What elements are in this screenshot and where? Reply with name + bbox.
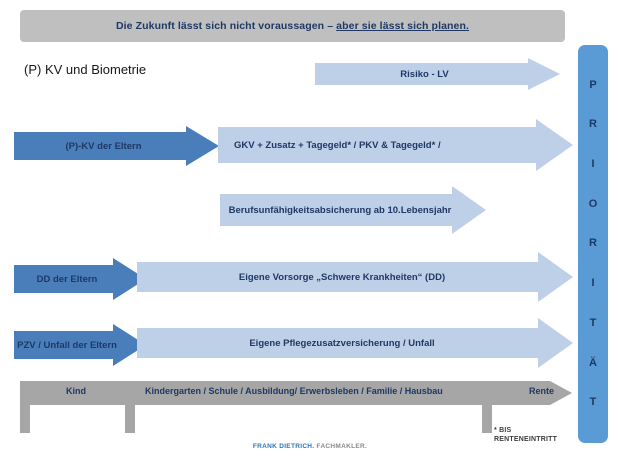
arrow-shape-light [137,318,573,368]
priority-letter-7: T [589,316,597,329]
arrow-pzv-unfall-eltern: PZV / Unfall der Eltern [14,324,146,366]
timeline-tick-rente [482,405,492,433]
timeline-tick-kindergarten [125,405,135,433]
arrow-shape-light [137,252,573,302]
timeline-label-kind: Kind [66,386,86,396]
arrow-shape-dark [14,258,146,300]
arrow-label-eigene-vorsorge-dd: Eigene Vorsorge „Schwere Krankheiten“ (D… [238,271,446,283]
arrow-gkv-zusatz: GKV + Zusatz + Tagegeld* / PKV & Tagegel… [218,119,573,171]
header-banner: Die Zukunft lässt sich nicht voraussagen… [20,10,565,42]
priority-letter-9: T [589,396,597,409]
footnote-line-2: RENTENEINTRITT [494,436,558,444]
timeline-bar: Kind Kindergarten / Schule / Ausbildung/… [20,381,572,405]
priority-letter-5: R [589,237,597,250]
header-headline-part1: Die Zukunft lässt sich nicht voraussagen… [115,20,337,32]
timeline-arrow-shape [20,381,572,405]
arrow-label-dd-eltern: DD der Eltern [36,273,98,285]
timeline-tick-birth [20,405,30,433]
priority-column: P R I O R I T Ä T [578,45,608,443]
footer-brand: FRANK DIETRICH. [252,443,315,450]
arrow-eigene-vorsorge-dd: Eigene Vorsorge „Schwere Krankheiten“ (D… [137,252,573,302]
arrow-shape-light [220,186,486,234]
arrow-p-kv-eltern: (P)-KV der Eltern [14,126,219,166]
arrow-risiko-lv: Risiko - LV [315,58,560,90]
arrow-label-p-kv-eltern: (P)-KV der Eltern [65,140,142,152]
priority-letter-4: O [588,197,598,210]
arrow-dd-eltern: DD der Eltern [14,258,146,300]
arrow-label-risiko-lv: Risiko - LV [400,68,449,80]
priority-letter-8: Ä [589,356,597,369]
header-headline-underlined: aber sie lässt sich planen. [336,20,470,32]
timeline-label-rente: Rente [529,386,555,396]
arrow-label-pzv-unfall-eltern: PZV / Unfall der Eltern [17,339,117,351]
footer-suffix: FACHMAKLER. [314,443,368,450]
priority-letter-1: P [589,78,597,91]
priority-letter-3: I [591,158,595,171]
footnote-rentenEintritt: * BIS RENTENEINTRITT [494,426,557,445]
priority-letter-6: I [591,277,595,290]
arrow-shape-dark [14,324,146,366]
arrow-berufsunfaehigkeit: Berufsunfähigkeitsabsicherung ab 10.Lebe… [220,186,486,234]
arrow-shape-light [218,119,573,171]
priority-letter-2: R [589,118,597,131]
arrow-label-eigene-pflegezusatz: Eigene Pflegezusatzversicherung / Unfall [249,337,435,349]
footnote-line-1: * BIS [494,427,512,434]
arrow-label-berufsunfaehigkeit: Berufsunfähigkeitsabsicherung ab 10.Lebe… [228,204,452,216]
header-headline: Die Zukunft lässt sich nicht voraussagen… [116,20,469,32]
arrow-label-gkv-zusatz: GKV + Zusatz + Tagegeld* / PKV & Tagegel… [234,139,441,151]
arrow-shape-dark [14,126,219,166]
arrow-shape-light [315,58,560,90]
footer-logo: FRANK DIETRICH. FACHMAKLER. [0,443,620,450]
section-title: (P) KV und Biometrie [24,62,147,77]
timeline-label-lebensphasen: Kindergarten / Schule / Ausbildung/ Erwe… [145,386,443,396]
arrow-eigene-pflegezusatz: Eigene Pflegezusatzversicherung / Unfall [137,318,573,368]
